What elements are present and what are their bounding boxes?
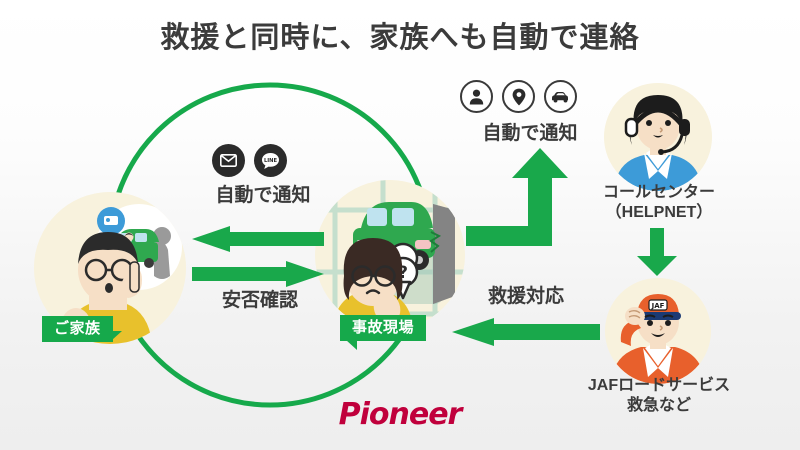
call-center-label-line1: コールセンター bbox=[602, 184, 715, 201]
notify-family-icons: LINE bbox=[212, 144, 287, 177]
mail-icon bbox=[212, 144, 245, 177]
jaf-label: JAFロードサービス 救急など bbox=[583, 376, 735, 416]
line-icon: LINE bbox=[254, 144, 287, 177]
call-center-illustration bbox=[604, 83, 712, 191]
svg-text:LINE: LINE bbox=[264, 158, 278, 164]
arrow-scene-to-call-center bbox=[466, 148, 584, 246]
notify-family-label: 自動で通知 bbox=[215, 185, 311, 206]
auto-notify-icons bbox=[460, 80, 577, 113]
badge-accident-scene: 事故現場 bbox=[340, 315, 427, 351]
arrow-jaf-to-scene bbox=[452, 318, 600, 346]
accident-scene-illustration: ? bbox=[315, 180, 465, 330]
arrow-scene-to-family bbox=[192, 226, 324, 252]
dispatch-label: 救援対応 bbox=[487, 286, 564, 307]
safety-check-label: 安否確認 bbox=[221, 290, 298, 311]
badge-accident-scene-label: 事故現場 bbox=[352, 319, 415, 336]
jaf-illustration: JAF bbox=[605, 278, 711, 384]
page-title: 救援と同時に、家族へも自動で連絡 bbox=[160, 22, 640, 54]
pioneer-logo-text: Pioneer bbox=[338, 397, 463, 432]
badge-tail bbox=[111, 331, 122, 341]
call-center-label: コールセンター （HELPNET） bbox=[588, 183, 730, 223]
car-icon bbox=[544, 80, 577, 113]
badge-family-label: ご家族 bbox=[54, 320, 101, 337]
call-center-label-line2: （HELPNET） bbox=[605, 204, 713, 221]
auto-notify-center-label: 自動で通知 bbox=[482, 123, 578, 144]
pioneer-logo: Pioneer bbox=[0, 397, 800, 432]
arrow-call-center-to-jaf bbox=[637, 228, 677, 276]
badge-tail bbox=[346, 340, 357, 351]
svg-text:?: ? bbox=[398, 263, 408, 283]
location-pin-icon bbox=[502, 80, 535, 113]
svg-text:JAF: JAF bbox=[651, 302, 665, 310]
badge-family: ご家族 bbox=[42, 316, 122, 343]
arrow-family-to-scene bbox=[192, 261, 324, 287]
jaf-label-line1: JAFロードサービス bbox=[587, 377, 731, 394]
person-icon bbox=[460, 80, 493, 113]
jaf-label-line2: 救急など bbox=[626, 397, 691, 414]
